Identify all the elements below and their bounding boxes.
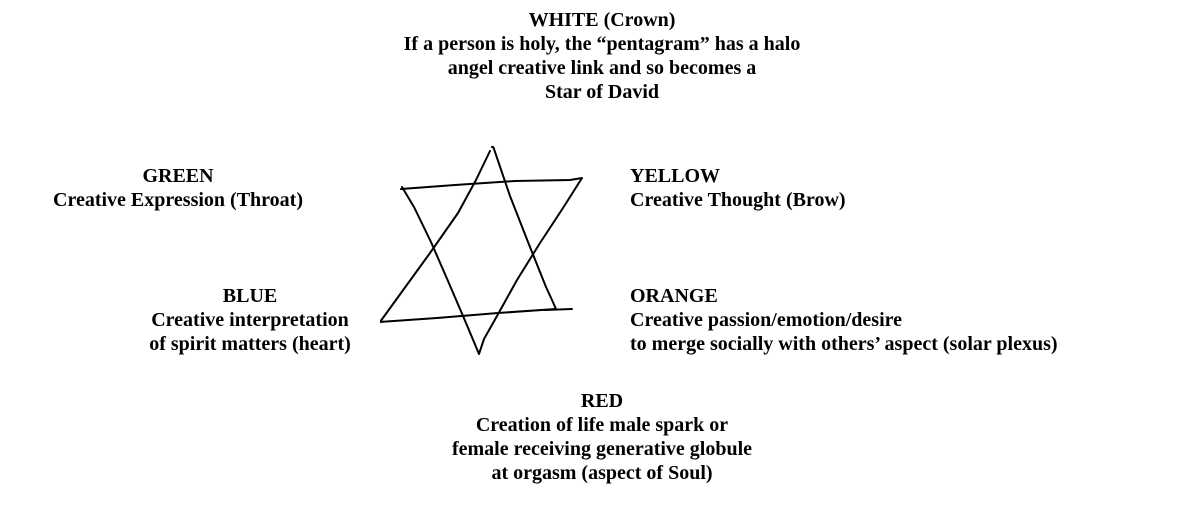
green-line-1: Creative Expression (Throat) [0,188,356,212]
white-crown-line-1: If a person is holy, the “pentagram” has… [202,32,1002,56]
orange-title: ORANGE [630,284,1058,308]
white-crown-line-3: Star of David [202,80,1002,104]
red-line-2: female receiving generative globule [302,437,902,461]
yellow-title: YELLOW [630,164,846,188]
green-title: GREEN [0,164,356,188]
white-crown-label: WHITE (Crown) If a person is holy, the “… [202,8,1002,104]
blue-title: BLUE [140,284,360,308]
white-crown-title: WHITE (Crown) [202,8,1002,32]
blue-heart-label: BLUE Creative interpretation of spirit m… [140,284,360,356]
red-soul-label: RED Creation of life male spark or femal… [302,389,902,485]
orange-line-2: to merge socially with others’ aspect (s… [630,332,1058,356]
star-upward-triangle [380,147,556,322]
red-line-3: at orgasm (aspect of Soul) [302,461,902,485]
blue-line-2: of spirit matters (heart) [140,332,360,356]
green-throat-label: GREEN Creative Expression (Throat) [0,164,356,212]
orange-solar-plexus-label: ORANGE Creative passion/emotion/desire t… [630,284,1058,356]
white-crown-line-2: angel creative link and so becomes a [202,56,1002,80]
orange-line-1: Creative passion/emotion/desire [630,308,1058,332]
yellow-line-1: Creative Thought (Brow) [630,188,846,212]
red-line-1: Creation of life male spark or [302,413,902,437]
blue-line-1: Creative interpretation [140,308,360,332]
star-downward-triangle [401,178,582,354]
red-title: RED [302,389,902,413]
star-of-david-icon [380,130,600,370]
star-stroke-tail [545,309,572,310]
yellow-brow-label: YELLOW Creative Thought (Brow) [630,164,846,212]
